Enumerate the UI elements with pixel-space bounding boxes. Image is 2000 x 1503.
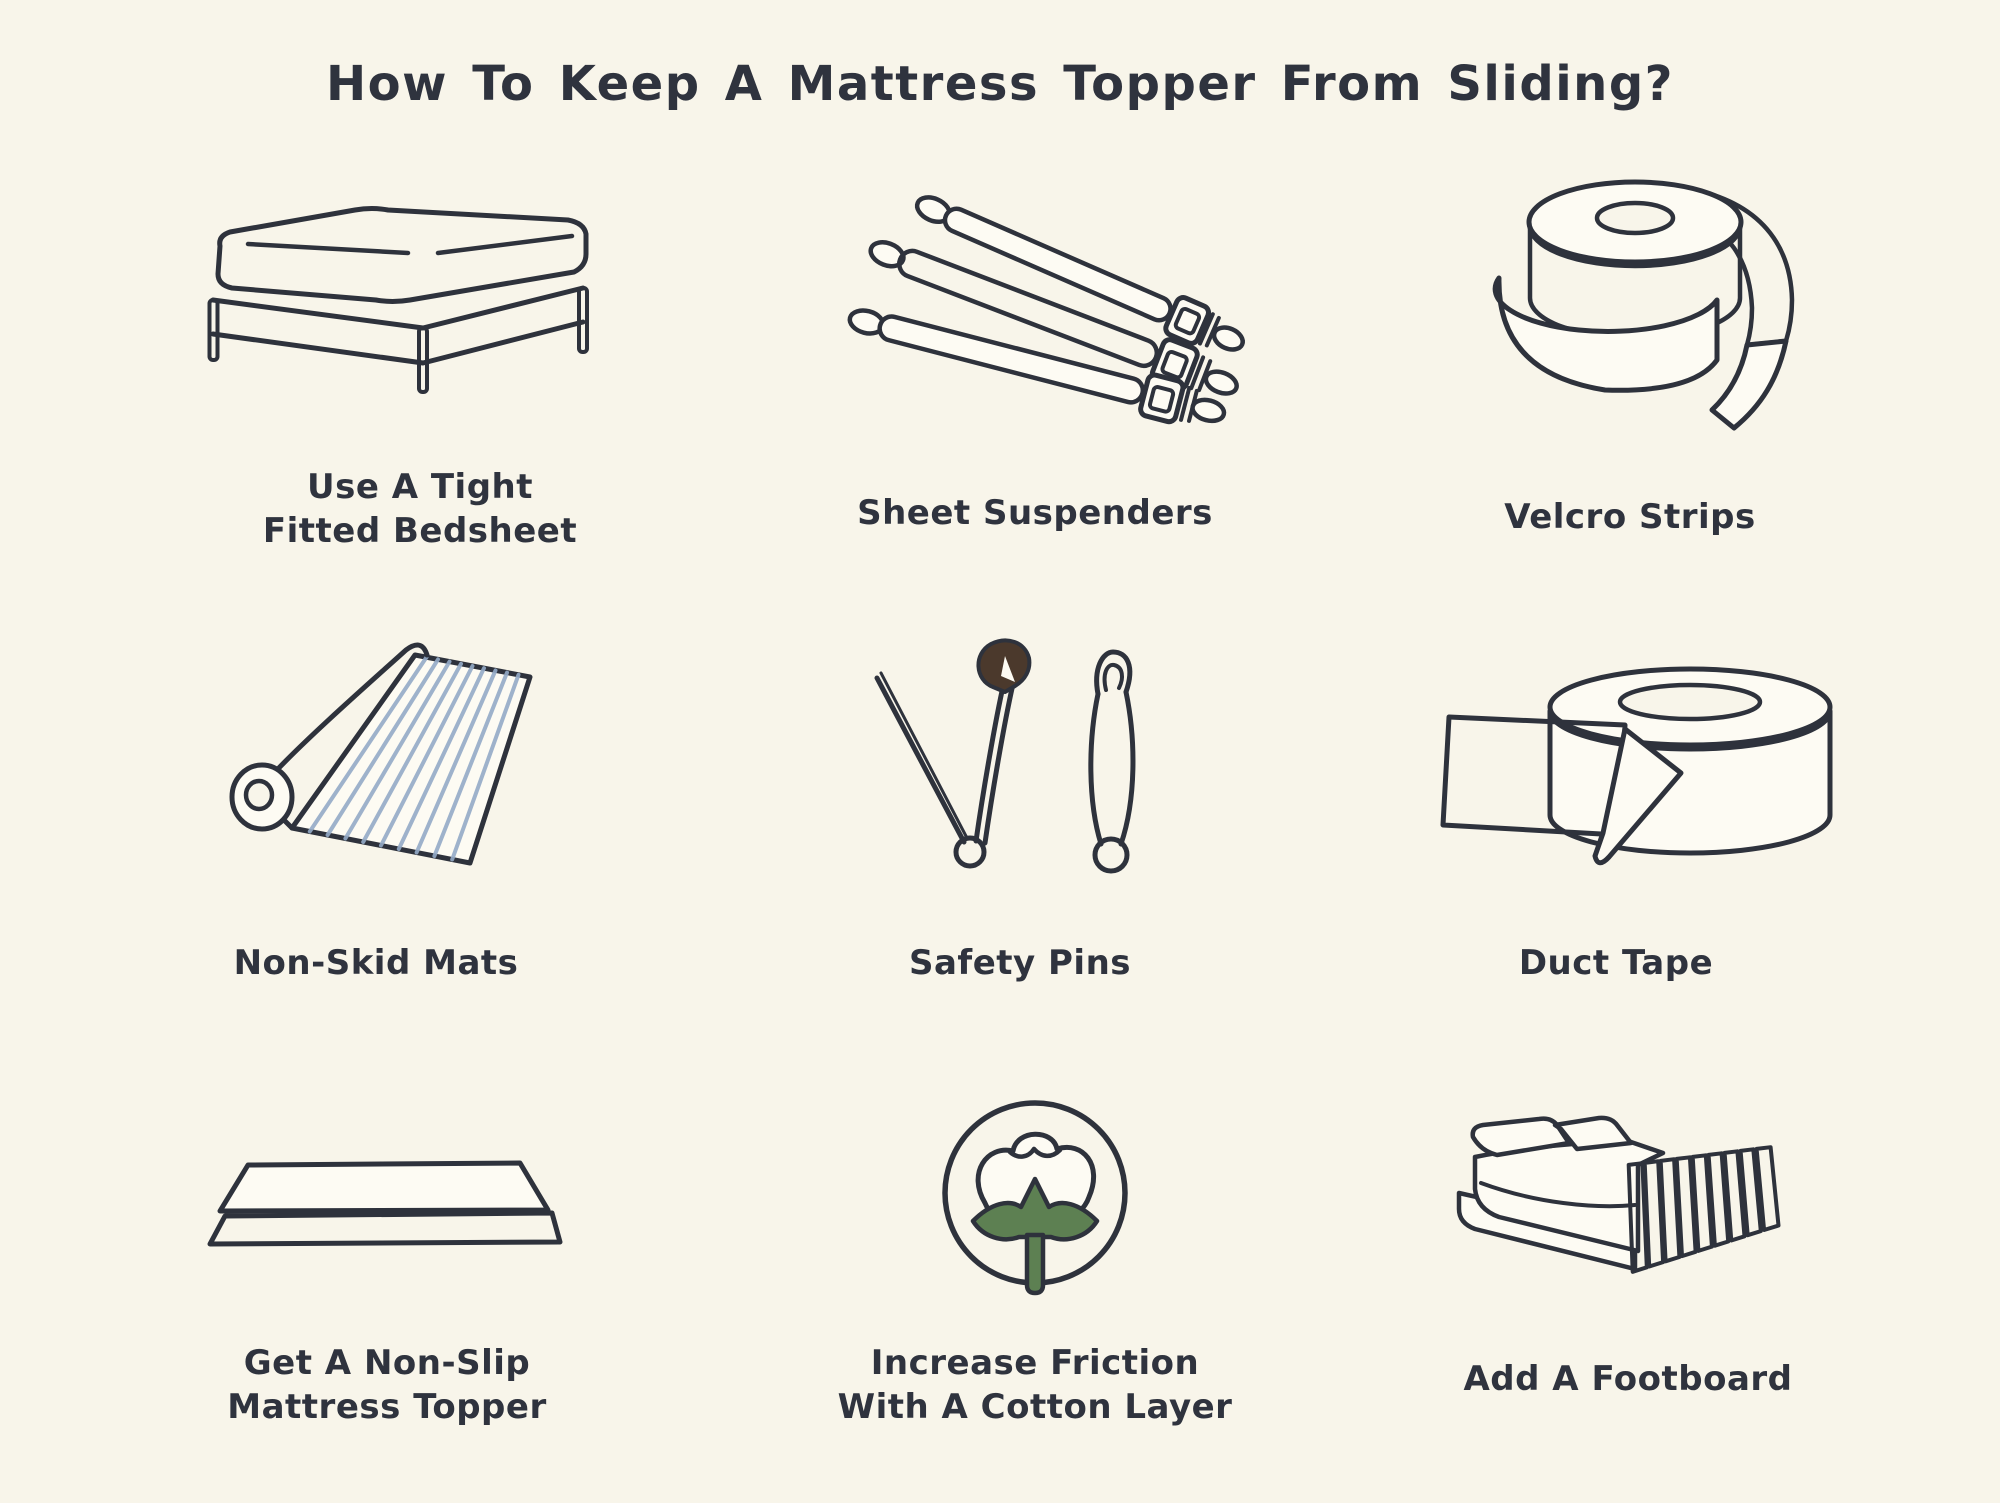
tip-label: Use A Tight Fitted Bedsheet: [262, 467, 578, 551]
footboard-icon: [1456, 1115, 1781, 1274]
fitted-bedsheet-icon: [207, 206, 589, 394]
tip-label: Non-Skid Mats: [233, 943, 519, 983]
velcro-strips-icon: [1492, 179, 1795, 431]
tip-label: Add A Footboard: [1463, 1359, 1793, 1399]
tip-label: Sheet Suspenders: [857, 493, 1213, 533]
non-skid-mat-icon: [229, 642, 533, 866]
non-slip-topper-icon: [207, 1160, 563, 1247]
page-title: How To Keep A Mattress Topper From Slidi…: [325, 56, 1675, 112]
cotton-layer-icon: [942, 1100, 1128, 1296]
tip-label: Increase Friction With A Cotton Layer: [837, 1343, 1233, 1427]
tip-label: Velcro Strips: [1504, 497, 1756, 537]
duct-tape-icon: [1440, 666, 1833, 866]
tip-label: Safety Pins: [908, 943, 1132, 983]
tip-label: Duct Tape: [1518, 943, 1714, 983]
sheet-suspenders-icon: [847, 195, 1245, 425]
safety-pins-icon: [874, 638, 1136, 874]
tip-label: Get A Non-Slip Mattress Topper: [227, 1343, 547, 1427]
